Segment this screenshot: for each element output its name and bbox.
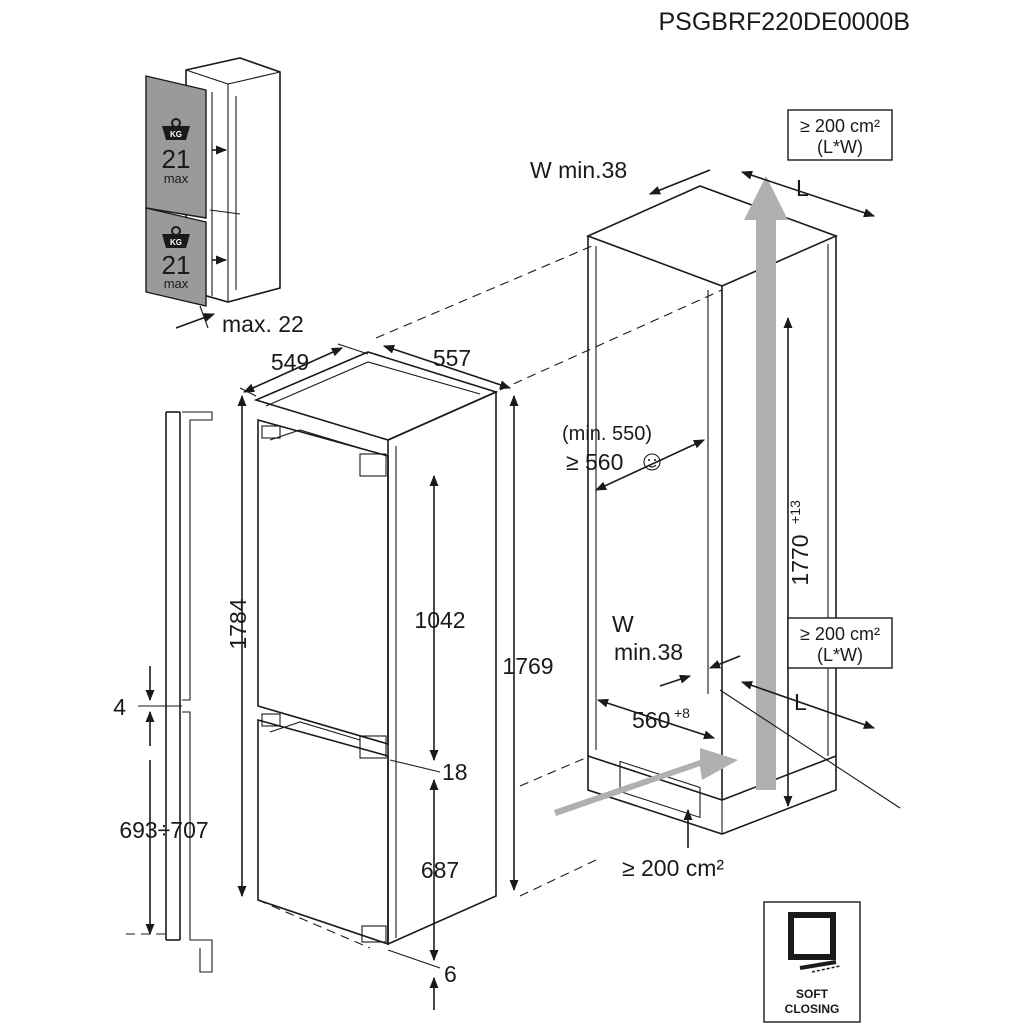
upper-door-weight: 21 xyxy=(162,144,191,174)
svg-text:(L*W): (L*W) xyxy=(817,137,863,157)
airflow-arrow-icon xyxy=(554,748,738,816)
ventilation-top-box: ≥ 200 cm² (L*W) xyxy=(787,109,893,161)
niche-drawing xyxy=(554,176,901,835)
niche-height: 1770 xyxy=(787,534,813,585)
svg-text:≥ 200 cm²: ≥ 200 cm² xyxy=(800,116,880,136)
door-weight-illustration: KG 21 max KG 21 max max. 22 xyxy=(145,57,304,337)
upper-door-height: 1042 xyxy=(414,607,465,633)
side-gap-label: 4 xyxy=(113,694,126,720)
appliance-height-body: 1769 xyxy=(502,653,553,679)
airflow-arrow-icon xyxy=(744,176,788,790)
side-lower-range: 693÷707 xyxy=(119,817,208,843)
niche-height-tolerance: +13 xyxy=(787,500,803,524)
max-door-thickness: max. 22 xyxy=(222,311,304,337)
door-gap: 18 xyxy=(442,759,468,785)
ventilation-top-letter: L xyxy=(796,175,809,201)
lower-door-height: 687 xyxy=(421,857,459,883)
svg-text:≥ 200 cm²: ≥ 200 cm² xyxy=(800,624,880,644)
side-profile: 4 693÷707 xyxy=(113,411,213,973)
lower-door-weight: 21 xyxy=(162,250,191,280)
svg-text:KG: KG xyxy=(170,238,182,247)
upper-door-panel xyxy=(145,75,207,219)
appliance-depth: 549 xyxy=(271,349,309,375)
projection-lines xyxy=(375,245,723,897)
upper-door-weight-unit: max xyxy=(164,171,189,186)
bottom-gap: 6 xyxy=(444,961,457,987)
niche-width: 560 xyxy=(632,707,670,733)
soft-closing-line1: SOFT xyxy=(796,987,829,1001)
soft-closing-badge: SOFT CLOSING xyxy=(763,901,861,1023)
lower-door-panel xyxy=(145,207,207,307)
soft-closing-line2: CLOSING xyxy=(785,1002,840,1016)
appliance-width: 557 xyxy=(433,345,471,371)
niche-width-tolerance: +8 xyxy=(674,705,690,721)
lower-door-weight-unit: max xyxy=(164,276,189,291)
ventilation-bottom-box: ≥ 200 cm² (L*W) xyxy=(787,617,893,669)
w-min-top: W min.38 xyxy=(530,157,627,183)
niche-depth: ≥ 560 xyxy=(566,449,623,475)
model-code: PSGBRF220DE0000B xyxy=(658,8,910,36)
min-depth-note: (min. 550) xyxy=(562,423,652,445)
svg-text:(L*W): (L*W) xyxy=(817,645,863,665)
weight-icon: KG xyxy=(162,118,190,140)
appliance-drawing: 549 557 1784 1769 1042 18 687 6 xyxy=(225,343,554,1010)
weight-icon: KG xyxy=(162,226,190,248)
appliance-height-total: 1784 xyxy=(225,598,251,649)
plinth-ventilation: ≥ 200 cm² xyxy=(622,855,724,881)
svg-text:KG: KG xyxy=(170,130,182,139)
w-label: W xyxy=(612,611,634,637)
soft-closing-icon xyxy=(788,912,841,973)
w-min-bottom: min.38 xyxy=(614,639,683,665)
